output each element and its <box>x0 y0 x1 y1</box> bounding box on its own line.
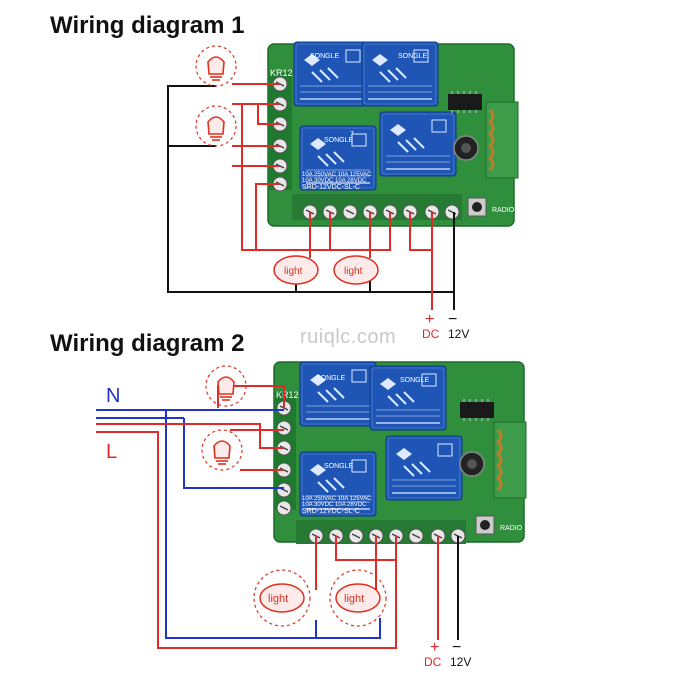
relay-brand-4: SONGLE <box>316 375 346 382</box>
relay-rating-3a: 10A 250VAC 10A 125VAC <box>302 172 372 178</box>
radio-label-2: RADIO <box>500 525 523 532</box>
relay-board-2: KR12 RADIO SONGLE SONGLE SONGLE 10A 250V… <box>273 361 527 544</box>
lamp-2b <box>201 429 243 471</box>
relay-brand-3: SONGLE <box>324 137 354 144</box>
neutral-label: N <box>106 385 120 407</box>
relay-model-3: SRD-12VDC-SL-C <box>302 184 360 191</box>
light-label-1a: light <box>284 266 303 277</box>
relay-number-3: 7 <box>350 131 354 138</box>
relay-rating-6b: 10A 30VDC 10A 28VDC <box>302 502 367 508</box>
relay-model-6: SRD-12VDC-SL-C <box>302 508 360 515</box>
relay-brand-5: SONGLE <box>400 377 430 384</box>
diagram-1: KR12 RADIO SONGLE SONGLE SONGLE 7 10A 25… <box>167 41 519 341</box>
watermark-text: ruiqlc.com <box>300 326 397 348</box>
wires-2 <box>96 385 459 649</box>
lamp-1a <box>195 45 237 87</box>
power-voltage-1: 12V <box>448 327 469 341</box>
light-label-1b: light <box>344 266 363 277</box>
power-plus-2: + <box>430 639 439 656</box>
relay-rating-6a: 10A 250VAC 10A 125VAC <box>302 496 372 502</box>
light-bulb-1b: light <box>333 255 379 285</box>
live-label: L <box>106 441 117 463</box>
power-minus-1: − <box>448 311 457 328</box>
connector-label-1: KR12 <box>270 68 293 78</box>
light-bulb-2a: light <box>253 569 311 627</box>
light-label-2a: light <box>268 593 288 605</box>
diagram-2-title: Wiring diagram 2 <box>50 330 245 357</box>
power-minus-2: − <box>452 639 461 656</box>
light-bulb-2b: light <box>329 569 387 627</box>
power-voltage-2: 12V <box>450 655 471 669</box>
power-dc-1: DC <box>422 327 440 341</box>
diagram-1-title: Wiring diagram 1 <box>50 12 245 39</box>
connector-label-2: KR12 <box>276 390 299 400</box>
relay-brand-2: SONGLE <box>398 53 428 60</box>
relay-brand-1: SONGLE <box>310 53 340 60</box>
lamp-1b <box>195 105 237 147</box>
relay-board-1: KR12 RADIO SONGLE SONGLE SONGLE 7 10A 25… <box>267 41 519 227</box>
light-bulb-1a: light <box>273 255 319 285</box>
power-dc-2: DC <box>424 655 442 669</box>
relay-rating-3b: 10A 30VDC 10A 28VDC <box>302 178 367 184</box>
relay-brand-6: SONGLE <box>324 463 354 470</box>
power-plus-1: + <box>425 311 434 328</box>
light-label-2b: light <box>344 593 364 605</box>
wires-1 <box>167 83 455 310</box>
radio-label-1: RADIO <box>492 207 515 214</box>
diagram-2: KR12 RADIO SONGLE SONGLE SONGLE 10A 250V… <box>96 361 527 669</box>
